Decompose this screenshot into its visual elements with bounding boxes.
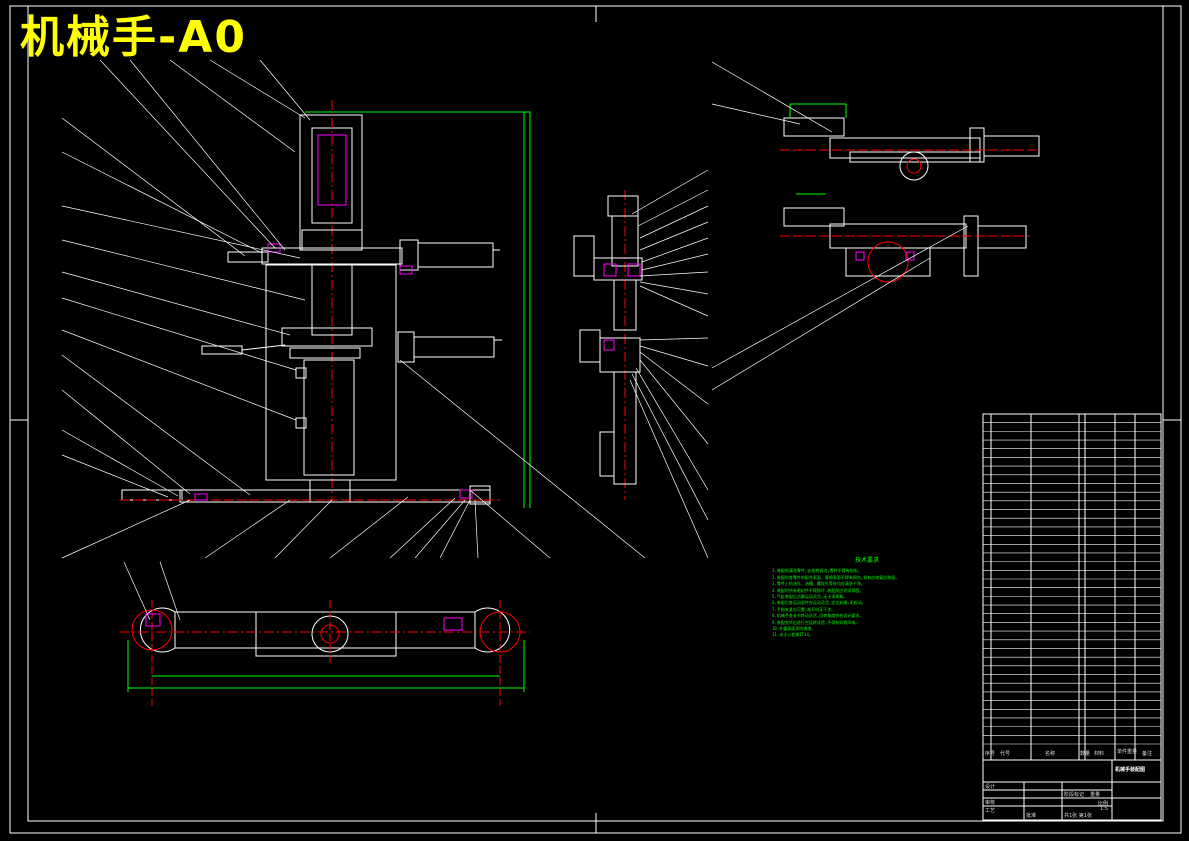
arm-top-view [120, 600, 530, 706]
tb-stage: 阶段标记 [1064, 792, 1085, 798]
section-view [573, 190, 643, 500]
title-block-grid [982, 759, 1162, 821]
bom-grid [982, 413, 1162, 761]
tb-approve: 批准 [1026, 813, 1037, 819]
note-line: 1.装配前清洗零件,去毛刺锐边,零件不得有划伤。 [772, 568, 862, 574]
section-leaders [629, 169, 709, 559]
tb-weight: 重量 [1090, 792, 1101, 798]
drawing-title: 机械手-A0 [20, 12, 247, 63]
detail-view-bottom [780, 193, 1030, 283]
note-line: 6.装配后各运动部件应运动灵活,定位准确,无松动。 [772, 600, 866, 606]
leader-lines [61, 59, 646, 559]
bom-header-weight: 单件重量 [1117, 749, 1138, 755]
tb-process: 工艺 [985, 808, 996, 814]
technical-requirements: 技术要求 1.装配前清洗零件,去毛刺锐边,零件不得有划伤。 2.装配时各零件的配… [772, 557, 962, 639]
note-line: 9.装配完毕后进行空运转试验,不得有异常声响。 [772, 619, 860, 625]
bom-header-qty: 数量 [1080, 751, 1091, 757]
bom-header-name: 名称 [1045, 751, 1056, 757]
note-line: 5.气缸装配后活塞运动灵活,无卡滞现象。 [772, 594, 848, 600]
note-line: 3.零件上的油孔、油槽、螺纹孔等处均应清洗干净。 [772, 581, 865, 587]
note-line: 2.装配时各零件的配合表面、摩擦表面不得有损伤,如有应修复后装配。 [772, 574, 900, 580]
tb-design: 设计 [985, 784, 996, 790]
bom-header-seq: 序号 [985, 751, 996, 757]
bom-header-material: 材料 [1094, 751, 1105, 757]
tb-sheet: 共1张 第1张 [1064, 813, 1092, 819]
tb-scale-label: 比例 [1098, 801, 1109, 807]
note-line: 7.手指夹紧应可靠,松开时无干涉。 [772, 606, 836, 612]
note-line: 4.装配时所有密封件不得损坏,装配前应涂润滑脂。 [772, 587, 864, 593]
bom-header-remarks: 备注 [1142, 751, 1153, 757]
bom-header-code: 代号 [1000, 751, 1011, 757]
note-line: 10.外露表面涂防锈漆。 [772, 626, 816, 632]
front-view [120, 100, 531, 508]
detail-view-top [780, 103, 1040, 181]
tb-check: 审核 [985, 800, 996, 806]
drawing-name: 机械手装配图 [1115, 767, 1146, 773]
sheet-border [9, 5, 1182, 834]
note-line: 11.未注公差按IT14。 [772, 632, 813, 638]
notes-heading: 技术要求 [854, 557, 879, 564]
note-line: 8.机械手各关节转动灵活,回转角度符合设计要求。 [772, 613, 864, 619]
tb-scale: 1:5 [1100, 806, 1109, 812]
